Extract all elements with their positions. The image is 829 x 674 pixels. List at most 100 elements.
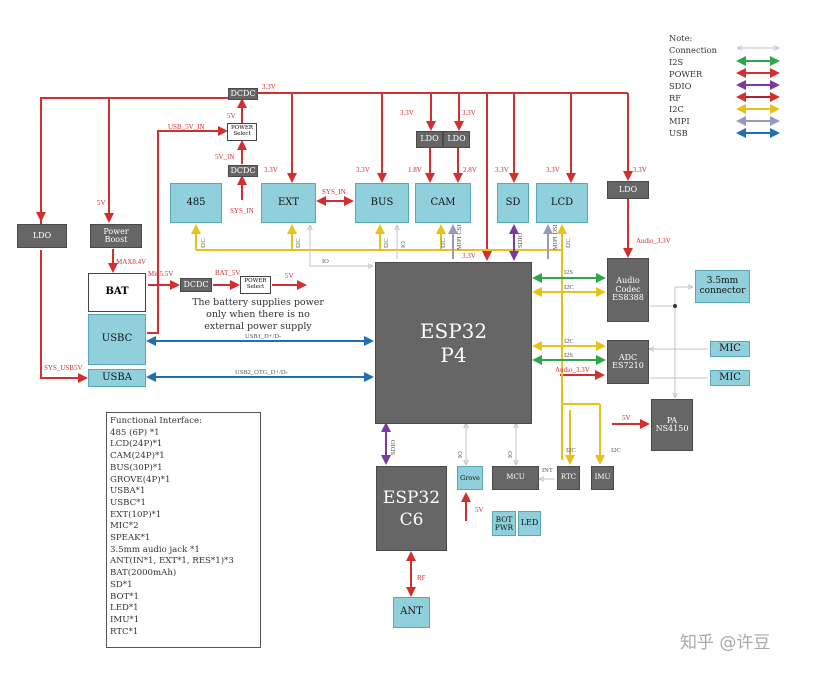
label-v33-cam-b: 3.3V xyxy=(462,109,476,117)
label-io-top: IO xyxy=(322,258,329,265)
esp32-p4-chip: ESP32 P4 xyxy=(375,262,532,424)
interface-item: RTC*1 xyxy=(110,626,139,637)
grove-block: Grove xyxy=(457,466,483,490)
label-v33-p4: 3.3V xyxy=(462,252,476,260)
legend-rf: RF xyxy=(669,92,682,103)
label-5v-pa: 5V xyxy=(622,414,631,422)
watermark: 知乎 @许豆 xyxy=(680,633,771,653)
interface-item: CAM(24P)*1 xyxy=(110,451,165,462)
label-mipi-lcd: MIPI DSI xyxy=(552,224,559,250)
i2s-lines xyxy=(532,273,606,365)
io-lines xyxy=(310,226,708,479)
interface-item: LCD(24P)*1 xyxy=(110,439,163,450)
label-v28: 2.8V xyxy=(463,166,477,174)
legend-power: POWER xyxy=(669,68,703,79)
ant-block: ANT xyxy=(393,597,430,628)
label-i2c-cam: I2C xyxy=(440,238,447,248)
power-usb5v-in xyxy=(147,126,228,334)
label-i2c-imu: I2C xyxy=(611,447,621,454)
interface-title: Functional Interface: xyxy=(110,416,203,426)
legend-usb: USB xyxy=(669,128,688,139)
interface-item: MIC*2 xyxy=(110,521,139,532)
interface-item: BUS(30P)*1 xyxy=(110,462,163,473)
label-5v-bat: 5V xyxy=(285,272,294,280)
legend-i2c: I2C xyxy=(669,104,684,115)
mipi-lines xyxy=(448,224,553,259)
mcu-block: MCU xyxy=(492,466,539,490)
ldo-cam-1: LDO xyxy=(416,131,443,148)
interface-item: ANT(IN*1, EXT*1, RES*1)*3 xyxy=(110,556,234,567)
label-i2c-ext: I2C xyxy=(295,238,302,248)
signal-labels: USB1_D+/D- USB2_OTG_D+/D- IO I2S I2C I2C… xyxy=(200,224,621,474)
label-usb5v-in: USB_5V_IN xyxy=(168,123,205,131)
ldo-cam-2: LDO xyxy=(443,131,470,148)
ext-block: EXT xyxy=(261,183,316,223)
bat-block: BAT xyxy=(88,273,146,312)
label-v33-ext: 3.3V xyxy=(264,166,278,174)
dcdc-mid: DCDC xyxy=(228,165,258,177)
interface-item: SPEAK*1 xyxy=(110,533,151,544)
label-i2c-485: I2C xyxy=(200,238,207,248)
connector-block: 3.5mm connector xyxy=(695,270,750,303)
label-mipi-cam: MIPI CSI xyxy=(456,225,463,250)
audio-codec-block: Audio Codec ES8388 xyxy=(607,258,649,322)
usba-block: USBA xyxy=(88,369,146,387)
label-int: INT xyxy=(542,467,553,474)
label-v33-ldo: 3.3V xyxy=(633,166,647,174)
ldo-audio: LDO xyxy=(607,181,649,199)
interface-item: IMU*1 xyxy=(110,614,140,625)
interface-item: USBC*1 xyxy=(110,497,146,508)
label-sys-in-ext: SYS_IN xyxy=(322,188,346,196)
i2c-lines xyxy=(191,224,606,465)
label-min5: Min5.5V xyxy=(148,270,173,278)
interface-item: 485 (6P) *1 xyxy=(110,427,160,438)
legend-sdio: SDIO xyxy=(669,80,692,91)
dcdc-bat: DCDC xyxy=(180,278,212,292)
label-audio33b: Audio_3.3V xyxy=(555,366,590,374)
io-top-link xyxy=(310,226,372,266)
label-sdio-sd: SDIO xyxy=(517,233,524,248)
pa-block: PA NS4150 xyxy=(651,399,693,451)
label-io-grove: IO xyxy=(457,451,464,458)
legend: Note: Connection I2S POWER SDIO RF I2C M… xyxy=(669,33,717,140)
label-i2c-codec: I2C xyxy=(564,284,574,291)
label-5v-boost: 5V xyxy=(97,199,106,207)
legend-i2s: I2S xyxy=(669,56,684,67)
label-5v-in: 5V_IN xyxy=(215,153,234,161)
mic-2-block: MIC xyxy=(710,370,750,386)
label-sys-in-top: SYS_IN xyxy=(230,207,254,215)
label-5v-top: 5V xyxy=(227,112,236,120)
legend-mipi: MIPI xyxy=(669,116,690,127)
label-i2s-codec: I2S xyxy=(564,269,573,276)
dcdc-top: DCDC xyxy=(228,88,258,100)
rtc-block: RTC xyxy=(557,466,580,490)
label-v33-bus: 3.3V xyxy=(356,166,370,174)
power-select-top: POWER Select xyxy=(227,123,257,141)
block-485: 485 xyxy=(170,183,222,223)
label-sys-usb5v: SYS_USB5V xyxy=(44,364,83,372)
esp32-c6-chip: ESP32 C6 xyxy=(376,466,447,551)
ldo-left: LDO xyxy=(17,224,67,248)
bot-pwr-block: BOT PWR xyxy=(492,511,516,536)
interface-item: USBA*1 xyxy=(110,486,146,497)
interface-item: BOT*1 xyxy=(110,591,140,602)
bus-block: BUS xyxy=(355,183,409,223)
mic-1-block: MIC xyxy=(710,341,750,357)
usbc-block: USBC xyxy=(88,314,146,365)
label-v33-top: 3.3V xyxy=(262,83,276,91)
adc-block: ADC ES7210 xyxy=(607,340,649,384)
label-i2s-adc: I2S xyxy=(564,352,573,359)
label-io-mcu: IO xyxy=(507,451,514,458)
label-rf: RF xyxy=(417,574,426,582)
label-i2c-adc: I2C xyxy=(564,338,574,345)
sdio-lines xyxy=(381,224,519,465)
legend-arrows xyxy=(736,48,780,138)
label-io-bus: IO xyxy=(400,241,407,248)
led-block: LED xyxy=(518,511,541,536)
label-i2c-rtc: I2C xyxy=(566,447,576,454)
label-sdio-c6: SDIO xyxy=(390,440,397,455)
power-select-bat: POWER Select xyxy=(240,276,271,294)
battery-caption: The battery supplies power only when the… xyxy=(192,297,324,332)
label-audio33: Audio_3.3V xyxy=(636,237,671,245)
interface-item: LED*1 xyxy=(110,603,139,614)
